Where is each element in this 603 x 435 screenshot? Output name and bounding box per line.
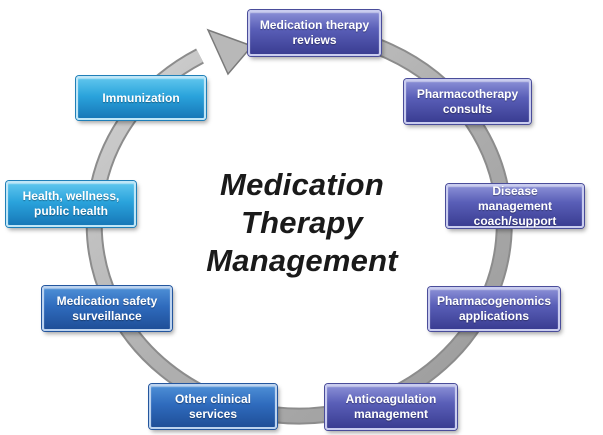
- node-label-line2: applications: [458, 309, 529, 323]
- node-label-line1: Anticoagulation: [345, 392, 437, 406]
- node-label-line1: Medication safety: [56, 293, 158, 308]
- node-label-line1: Pharmacotherapy: [416, 86, 519, 101]
- node-label-line1: Medication therapy: [259, 18, 370, 32]
- center-title-line3: Management: [206, 243, 398, 278]
- center-title-line1: Medication: [220, 167, 384, 202]
- node-medication-safety: Medication safety surveillance: [42, 286, 172, 331]
- center-title-line2: Therapy: [241, 205, 363, 240]
- node-label-line1: Other clinical: [174, 391, 252, 406]
- node-label-line2: surveillance: [72, 308, 142, 323]
- node-disease-management: Disease management coach/support: [446, 184, 584, 228]
- node-label-line2: public health: [33, 204, 108, 218]
- node-label-line2: coach/support: [473, 213, 557, 228]
- node-anticoagulation: Anticoagulation management: [325, 384, 457, 430]
- node-pharmacogenomics: Pharmacogenomics applications: [428, 287, 560, 331]
- node-label-line1: Immunization: [102, 90, 180, 105]
- node-label-line2: management: [353, 407, 428, 421]
- node-label-line2: reviews: [292, 33, 337, 47]
- node-immunization: Immunization: [76, 76, 206, 120]
- cycle-arrowhead: [206, 28, 254, 76]
- node-medication-therapy-reviews: Medication therapy reviews: [248, 10, 381, 56]
- node-label-line2: services: [188, 406, 238, 421]
- node-label-line1: Disease management: [477, 183, 553, 213]
- node-label-line1: Health, wellness,: [22, 189, 120, 203]
- node-health-wellness: Health, wellness, public health: [6, 181, 136, 227]
- node-pharmacotherapy-consults: Pharmacotherapy consults: [404, 79, 531, 124]
- node-label-line2: consults: [442, 101, 493, 116]
- node-other-clinical: Other clinical services: [149, 384, 277, 429]
- node-label-line1: Pharmacogenomics: [436, 294, 552, 308]
- center-title: Medication Therapy Management: [182, 166, 422, 280]
